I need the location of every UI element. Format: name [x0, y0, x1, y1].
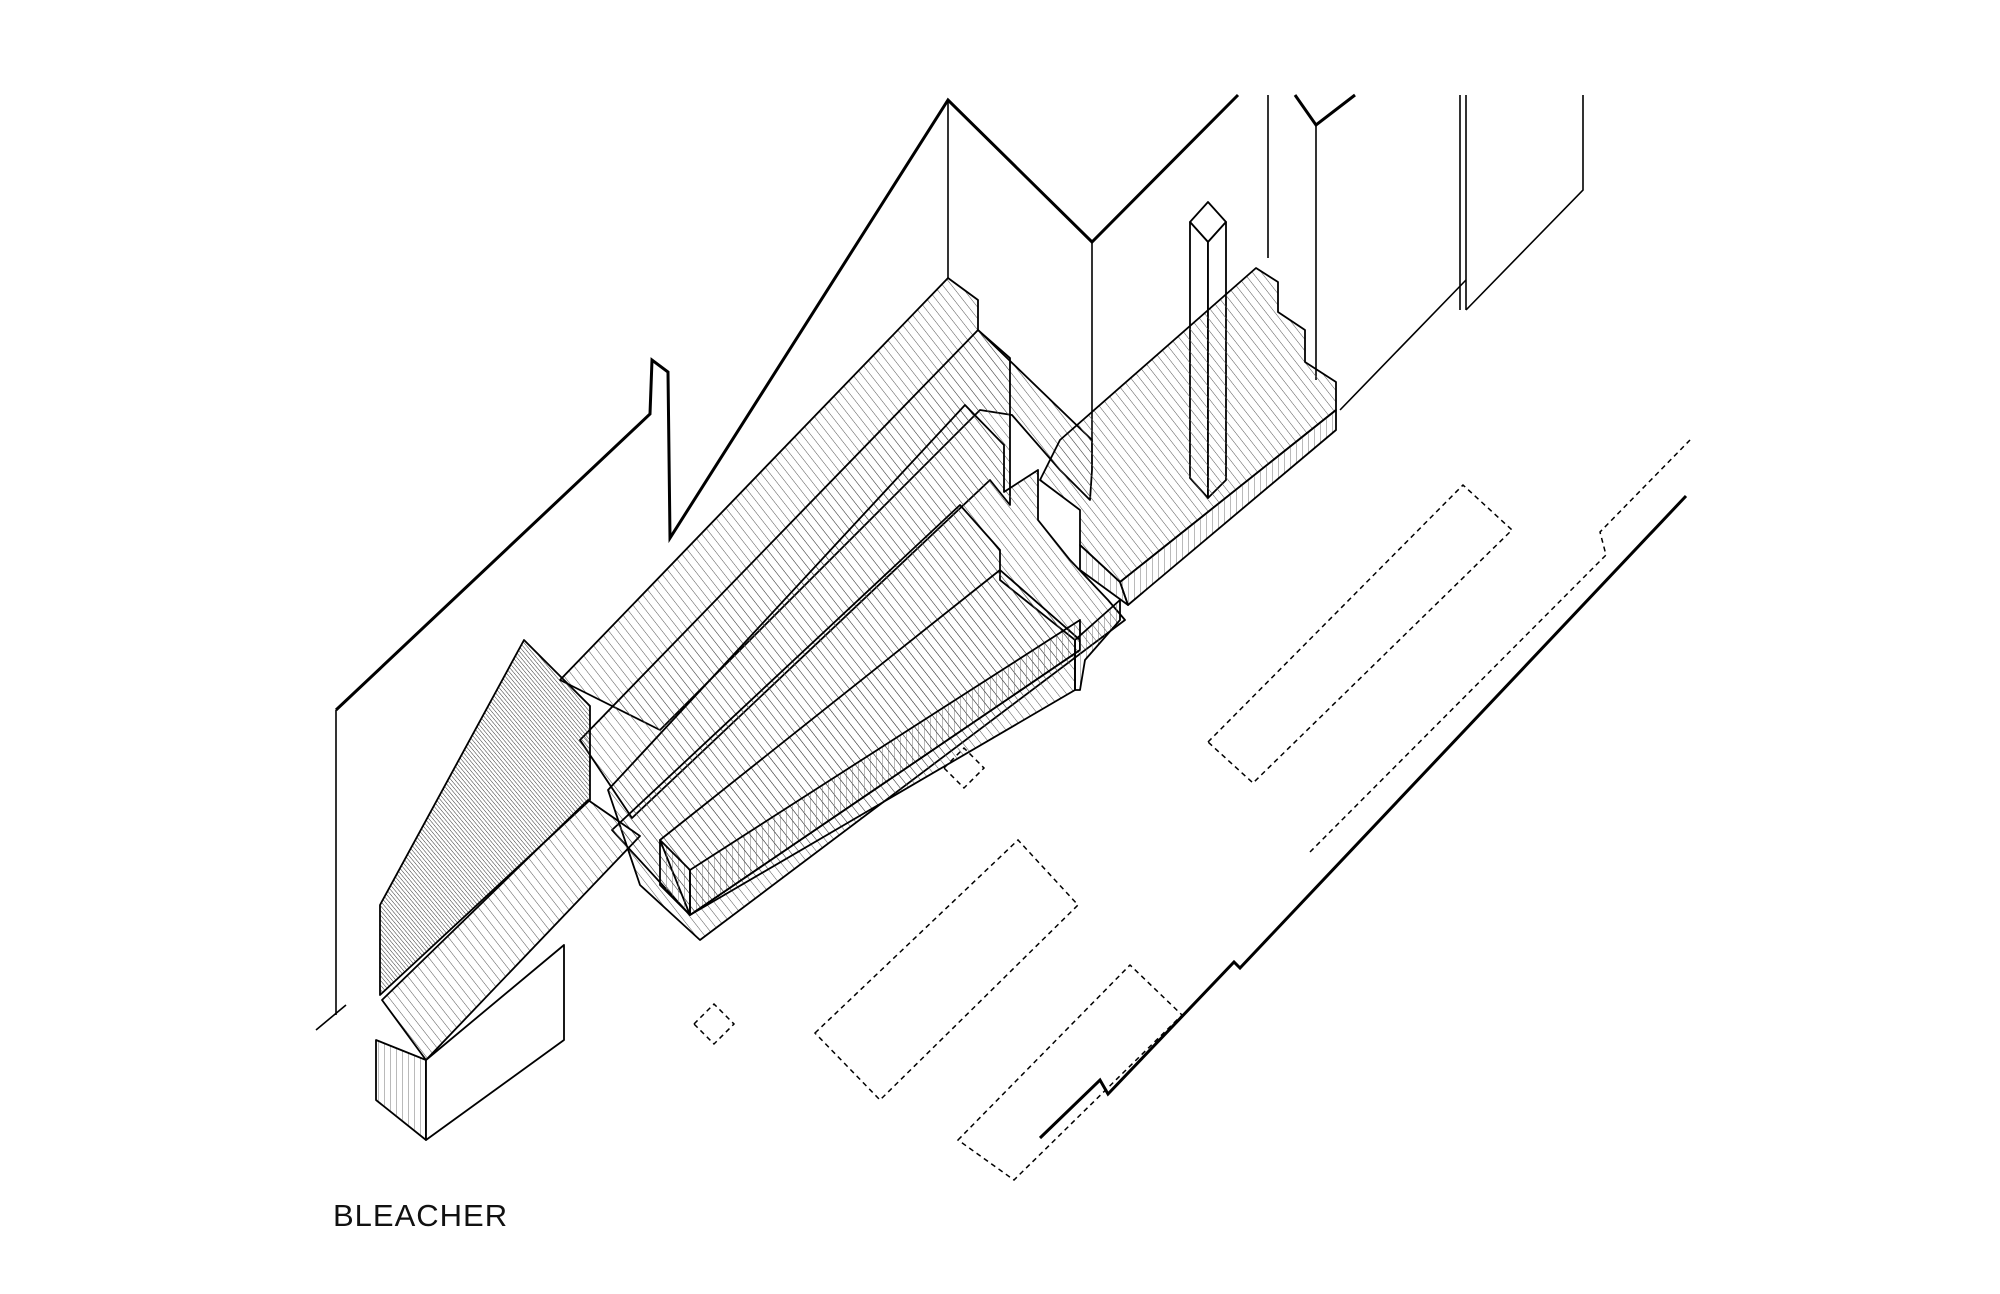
edge-line-dashed — [1309, 439, 1691, 853]
planter-center — [813, 838, 1080, 1102]
column-pad-lower — [692, 1002, 736, 1046]
building-far-wall — [1465, 95, 1584, 311]
planter-right — [1206, 483, 1514, 785]
drawing-caption: BLEACHER — [333, 1198, 509, 1233]
building-base-line — [1339, 279, 1467, 411]
building-roofline-right — [1293, 93, 1356, 128]
lattice-screen-panel — [379, 639, 591, 996]
street-edge — [1038, 494, 1688, 1140]
planter-lower — [956, 963, 1184, 1181]
building-roofline — [334, 93, 1240, 712]
bleacher-step-riser — [1074, 599, 1121, 691]
bench-block-front — [425, 944, 565, 1141]
bleacher-right-section-top — [1039, 267, 1337, 583]
bleacher-steps — [375, 267, 1337, 1141]
ground-line-left — [315, 1004, 347, 1031]
building-outline — [315, 93, 1584, 1031]
bleacher-right-section-end — [1079, 544, 1129, 606]
bench-block-top — [381, 799, 641, 1061]
bench-block-end — [375, 1039, 427, 1141]
column-pad-upper — [942, 746, 986, 790]
